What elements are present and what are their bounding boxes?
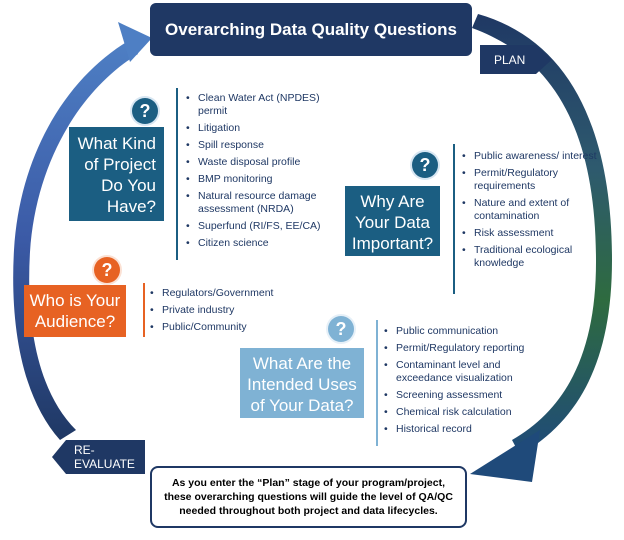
plan-tag-shape xyxy=(480,45,552,74)
list-item: Contaminant level and exceedance visuali… xyxy=(384,359,544,385)
divider-line xyxy=(176,88,178,260)
data-importance-question: Why Are Your Data Important? xyxy=(345,186,440,256)
reevaluate-tag-label: RE-EVALUATE xyxy=(74,443,135,471)
audience-list: Regulators/Government Private industry P… xyxy=(150,287,300,338)
question-line: What Kind xyxy=(77,134,156,153)
divider-line xyxy=(453,144,455,294)
question-line: Important? xyxy=(351,234,434,253)
list-item: Regulators/Government xyxy=(150,287,300,300)
question-line: Your Data xyxy=(355,213,430,232)
list-item: Public/Community xyxy=(150,321,300,334)
question-line: Intended Uses xyxy=(247,375,357,394)
question-line: Audience? xyxy=(34,312,116,331)
divider-line xyxy=(376,320,378,446)
list-item: Permit/Regulatory requirements xyxy=(462,167,612,193)
intended-uses-list: Public communication Permit/Regulatory r… xyxy=(384,325,544,440)
list-item: Traditional ecological knowledge xyxy=(462,244,612,270)
question-line: Why Are xyxy=(360,192,425,211)
list-item: Historical record xyxy=(384,423,544,436)
question-line: Have? xyxy=(106,197,156,216)
list-item: Clean Water Act (NPDES) permit xyxy=(186,92,336,118)
reevaluate-tag-shape xyxy=(52,440,145,474)
list-item: Waste disposal profile xyxy=(186,156,336,169)
project-type-list: Clean Water Act (NPDES) permit Litigatio… xyxy=(186,92,336,254)
list-item: Chemical risk calculation xyxy=(384,406,544,419)
question-icon: ? xyxy=(412,152,438,178)
data-importance-list: Public awareness/ interest Permit/Regula… xyxy=(462,150,612,274)
list-item: Risk assessment xyxy=(462,227,612,240)
list-item: Public awareness/ interest xyxy=(462,150,612,163)
list-item: BMP monitoring xyxy=(186,173,336,186)
plan-tag: PLAN xyxy=(480,45,552,74)
question-line: of Your Data? xyxy=(250,396,354,415)
list-item: Spill response xyxy=(186,139,336,152)
right-arrow-head xyxy=(470,430,540,482)
intended-uses-question: What Are the Intended Uses of Your Data? xyxy=(240,348,364,418)
list-item: Private industry xyxy=(150,304,300,317)
right-cycle-arrow xyxy=(472,14,612,455)
list-item: Permit/Regulatory reporting xyxy=(384,342,544,355)
question-line: of Project xyxy=(84,155,156,174)
list-item: Superfund (RI/FS, EE/CA) xyxy=(186,220,336,233)
project-type-question: What Kind of Project Do You Have? xyxy=(69,127,164,221)
page-title: Overarching Data Quality Questions xyxy=(150,3,472,56)
list-item: Nature and extent of contamination xyxy=(462,197,612,223)
footer-note: As you enter the “Plan” stage of your pr… xyxy=(150,466,467,528)
audience-question: Who is Your Audience? xyxy=(24,285,126,337)
left-arrow-head xyxy=(118,22,152,62)
list-item: Litigation xyxy=(186,122,336,135)
question-line: What Are the xyxy=(252,354,352,373)
plan-tag-label: PLAN xyxy=(494,52,526,67)
question-icon: ? xyxy=(132,98,158,124)
reevaluate-tag: RE-EVALUATE xyxy=(52,440,145,474)
question-icon: ? xyxy=(328,316,354,342)
left-cycle-arrow xyxy=(13,40,138,440)
list-item: Natural resource damage assessment (NRDA… xyxy=(186,190,336,216)
list-item: Screening assessment xyxy=(384,389,544,402)
question-line: Do You xyxy=(101,176,156,195)
divider-line xyxy=(143,283,145,337)
list-item: Citizen science xyxy=(186,237,336,250)
question-icon: ? xyxy=(94,257,120,283)
question-line: Who is Your xyxy=(29,291,121,310)
list-item: Public communication xyxy=(384,325,544,338)
